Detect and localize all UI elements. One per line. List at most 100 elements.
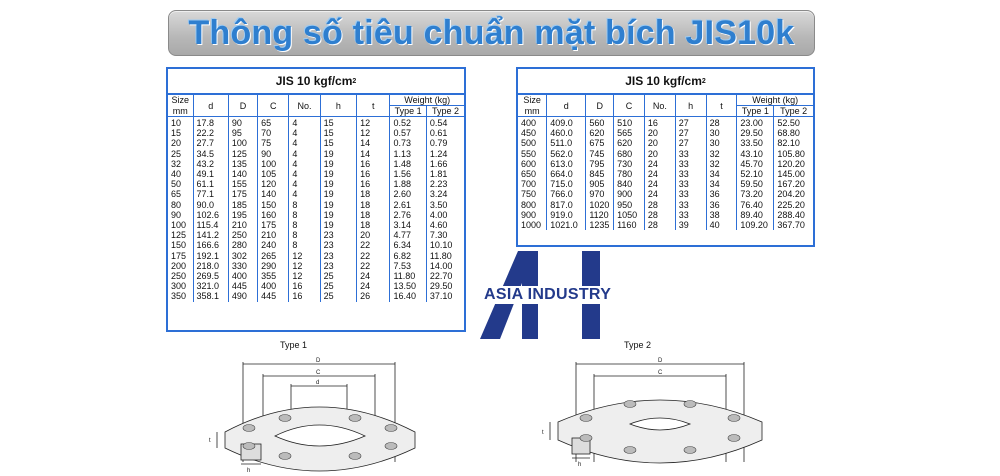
table-cell: 919.0 (546, 209, 587, 221)
table-cell: 145.00 (777, 169, 805, 180)
table-cell: 19 (320, 209, 358, 221)
table-cell: 460.0 (546, 128, 587, 139)
table-cell: 240 (257, 240, 290, 251)
table-cell: 8 (288, 220, 321, 231)
table-cell: 141.2 (193, 230, 229, 241)
table-cell: 20 (644, 148, 676, 159)
table-cell: 8 (288, 199, 321, 210)
table-cell: 32 (706, 158, 738, 170)
table-cell: 14 (356, 148, 391, 159)
table-cell: 22 (356, 260, 391, 272)
table-cell: 1.13 (389, 148, 427, 159)
col-C-header: C (613, 95, 645, 117)
table-cell: 90.0 (193, 199, 229, 210)
table-cell: 19 (320, 169, 358, 180)
table-cell: 620 (613, 138, 645, 149)
table-cell: 40 (706, 220, 738, 231)
table-cell: 155 (228, 179, 259, 190)
table-cell: 12 (288, 271, 321, 282)
table-cell: 50 (168, 179, 194, 190)
table-cell: 4.60 (429, 220, 448, 231)
table-cell: 25 (168, 148, 194, 159)
table-cell: 510 (613, 116, 645, 129)
table-cell: 192.1 (193, 250, 229, 261)
table-cell: 10.10 (429, 240, 453, 251)
col-size-header: Size (518, 95, 548, 106)
spec-table: Size d D C No. h t Weight (kg) mm Type 1… (168, 95, 464, 302)
table-cell: 24 (644, 158, 676, 170)
table-cell: 68.80 (777, 128, 800, 139)
table-cell: 19 (320, 220, 358, 231)
table-cell: 4 (288, 138, 321, 149)
table-cell: 225.20 (777, 199, 805, 210)
table-cell: 29.50 (736, 128, 775, 139)
table-cell: 22.70 (429, 271, 453, 282)
table-cell: 65 (168, 189, 194, 200)
table-cell: 109.20 (736, 220, 775, 231)
table-cell: 565 (613, 128, 645, 139)
svg-text:D: D (658, 358, 663, 364)
table-cell: 18 (356, 209, 391, 221)
table-cell: 34 (706, 179, 738, 190)
table-cell: 288.40 (777, 209, 805, 220)
table-cell: 26 (356, 291, 391, 302)
svg-text:d: d (316, 380, 319, 386)
table-cell: 27.7 (193, 138, 229, 149)
table-cell: 89.40 (736, 209, 775, 221)
table-cell: 300 (168, 281, 194, 292)
table-cell: 355 (257, 271, 290, 282)
table-cell: 350 (168, 291, 194, 302)
table-cell: 36 (706, 189, 738, 200)
table-cell: 210 (257, 230, 290, 241)
table-cell: 33.50 (736, 138, 775, 149)
table-cell: 0.57 (389, 128, 427, 139)
table-cell: 613.0 (546, 158, 587, 170)
table-cell: 16 (356, 179, 391, 190)
table-cell: 30 (706, 128, 738, 139)
table-cell: 3.50 (429, 199, 448, 210)
table-cell: 22 (356, 250, 391, 261)
table-cell: 33 (675, 199, 707, 210)
table-cell: 8 (288, 230, 321, 241)
table-cell: 2.61 (389, 199, 427, 210)
table-cell: 1.48 (389, 158, 427, 170)
table-cell: 27 (675, 116, 707, 129)
table-cell: 175 (228, 189, 259, 200)
table-cell: 52.50 (777, 118, 800, 128)
table-cell: 321.0 (193, 281, 229, 292)
table-cell: 715.0 (546, 179, 587, 190)
table-cell: 150 (168, 240, 194, 251)
table-cell: 400 (257, 281, 290, 292)
table-cell: 0.73 (389, 138, 427, 149)
table-cell: 8 (288, 240, 321, 251)
table-cell: 125 (168, 230, 194, 241)
table-cell: 22 (356, 240, 391, 251)
logo-text: ASIA INDUSTRY (482, 286, 614, 304)
table-cell: 4.00 (429, 209, 448, 220)
svg-text:C: C (316, 370, 321, 376)
table-cell: 511.0 (546, 138, 587, 149)
table-cell: 766.0 (546, 189, 587, 200)
table-cell: 1.81 (429, 169, 448, 180)
table-cell: 23 (320, 260, 358, 272)
table-cell: 265 (257, 250, 290, 261)
table-cell: 30 (706, 138, 738, 149)
table-cell: 27 (675, 138, 707, 149)
table-cell: 367.70 (777, 220, 805, 231)
table-cell: 12 (288, 250, 321, 261)
col-D-header: D (228, 95, 259, 117)
table-cell: 90 (168, 209, 194, 221)
table-cell: 1000 (518, 220, 548, 231)
table-cell: 664.0 (546, 169, 587, 180)
col-type2-header: Type 2 (773, 105, 813, 117)
table-cell: 135 (228, 158, 259, 170)
table-cell: 175 (257, 220, 290, 231)
table-cell: 490 (228, 291, 259, 302)
table-cell: 3.14 (389, 220, 427, 231)
table-cell: 19 (320, 199, 358, 210)
